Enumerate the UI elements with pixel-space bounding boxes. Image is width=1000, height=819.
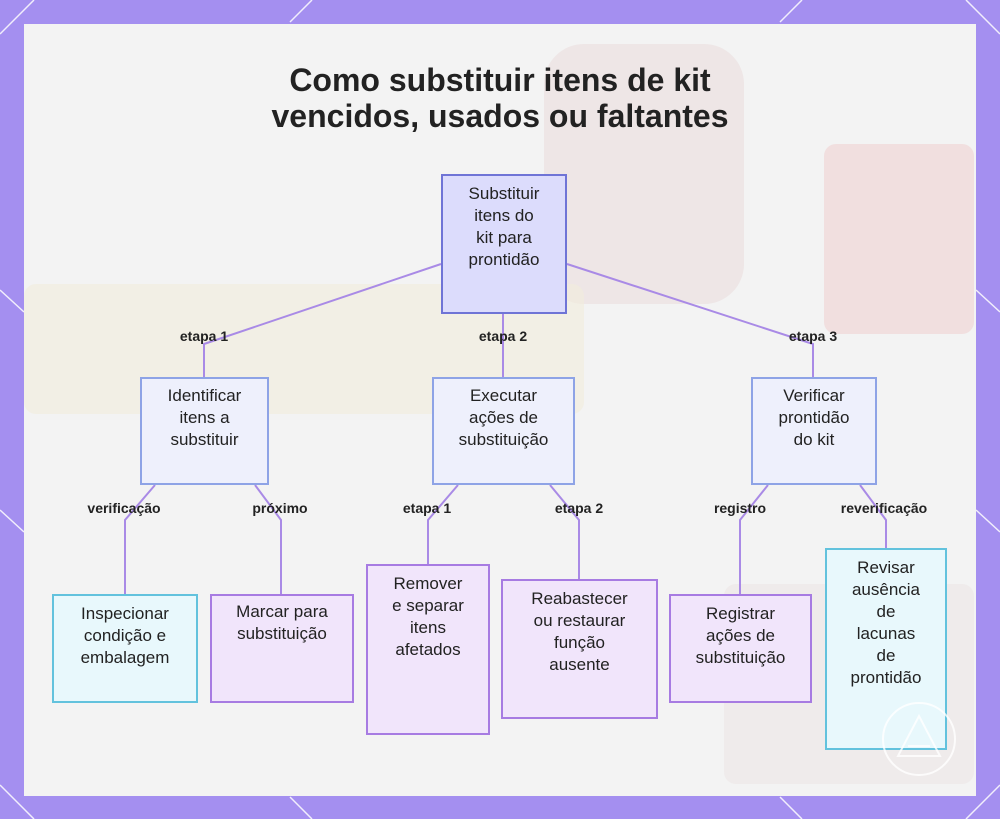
node-inspect: Inspecionar condição e embalagem xyxy=(52,594,198,703)
connector-verify-record xyxy=(739,484,769,594)
edge-label-execute-restock: etapa 2 xyxy=(554,500,604,516)
node-review: Revisar ausência de lacunas de prontidão xyxy=(825,548,947,750)
node-record: Registrar ações de substituição xyxy=(669,594,812,703)
node-identify: Identificar itens a substituir xyxy=(140,377,269,485)
node-root-label: Substituir itens do kit para prontidão xyxy=(468,184,540,269)
watermark-logo xyxy=(882,702,956,776)
title-line-1: Como substituir itens de kit xyxy=(289,62,711,98)
connector-verify-review xyxy=(859,484,887,548)
node-mark-label: Marcar para substituição xyxy=(236,602,328,643)
node-execute-label: Executar ações de substituição xyxy=(458,386,549,449)
node-remove: Remover e separar itens afetados xyxy=(366,564,490,735)
connector-root-verify xyxy=(566,263,814,377)
edge-label-verify-review: reverificação xyxy=(840,500,928,516)
node-review-label: Revisar ausência de lacunas de prontidão xyxy=(850,558,922,687)
edge-label-verify-record: registro xyxy=(713,500,767,516)
edge-label-identify-mark: próximo xyxy=(252,500,308,516)
connector-root-identify xyxy=(203,263,442,377)
edge-label-identify-inspect: verificação xyxy=(87,500,161,516)
title-line-2: vencidos, usados ou faltantes xyxy=(271,98,729,134)
connector-identify-mark xyxy=(254,484,282,594)
connector-execute-restock xyxy=(549,484,580,579)
node-record-label: Registrar ações de substituição xyxy=(695,604,786,667)
edge-label-root-verify: etapa 3 xyxy=(788,328,838,344)
node-root: Substituir itens do kit para prontidão xyxy=(441,174,567,314)
node-identify-label: Identificar itens a substituir xyxy=(167,386,242,449)
node-remove-label: Remover e separar itens afetados xyxy=(392,574,464,659)
node-verify-label: Verificar prontidão do kit xyxy=(778,386,850,449)
background-shape xyxy=(824,144,974,334)
edge-label-execute-remove: etapa 1 xyxy=(402,500,452,516)
node-verify: Verificar prontidão do kit xyxy=(751,377,877,485)
page-title: Como substituir itens de kit vencidos, u… xyxy=(0,62,1000,134)
node-restock-label: Reabastecer ou restaurar função ausente xyxy=(531,589,628,674)
node-restock: Reabastecer ou restaurar função ausente xyxy=(501,579,658,719)
node-execute: Executar ações de substituição xyxy=(432,377,575,485)
connector-identify-inspect xyxy=(124,484,156,594)
background-shape xyxy=(544,44,744,304)
edge-label-root-execute: etapa 2 xyxy=(478,328,528,344)
connector-execute-remove xyxy=(427,484,459,564)
node-inspect-label: Inspecionar condição e embalagem xyxy=(80,604,170,667)
node-mark: Marcar para substituição xyxy=(210,594,354,703)
edge-label-root-identify: etapa 1 xyxy=(179,328,229,344)
